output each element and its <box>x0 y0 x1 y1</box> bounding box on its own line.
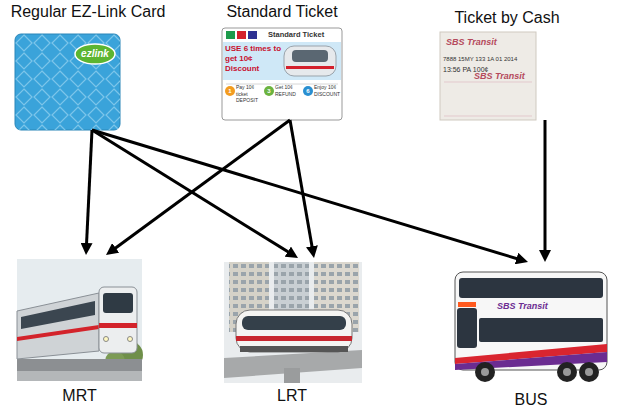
brand-text: SBS Transit <box>446 37 508 48</box>
brand-text-holder: SBS Transit <box>474 71 534 82</box>
node-label: MRT <box>62 386 96 405</box>
step-text-holder: Get 10¢ REFUND <box>275 84 302 97</box>
standard-ticket-picture <box>222 28 342 120</box>
ticket-title: Standard Ticket <box>268 29 338 40</box>
step-number-holder: 6 <box>304 86 312 96</box>
bus-livery-text: SBS Transit <box>497 301 559 312</box>
step-number-holder: 1 <box>226 86 234 96</box>
node-label: Regular EZ-Link Card <box>11 2 166 21</box>
arrow-connector <box>86 130 92 249</box>
step-text: Pay 10¢ ticket DEPOSIT <box>236 84 263 104</box>
node-label: LRT <box>277 386 307 405</box>
ticket-title-holder: Standard Ticket <box>268 29 338 40</box>
step-text: Get 10¢ REFUND <box>275 84 302 97</box>
step-number: 3 <box>265 86 273 96</box>
arrow-connector <box>92 130 522 260</box>
lrt-car-picture <box>224 262 362 383</box>
step-text-holder: Pay 10¢ ticket DEPOSIT <box>236 84 263 104</box>
node-label: BUS <box>515 390 548 409</box>
step-number: 6 <box>304 86 312 96</box>
logo-text-holder: ezlink <box>77 47 113 61</box>
brand-text-holder: SBS Transit <box>446 37 508 48</box>
transport-mode-node: MRT <box>12 255 147 405</box>
transport-mode-node: LRT <box>218 258 366 405</box>
arrow-connector <box>290 120 313 252</box>
mrt-train-picture <box>17 259 143 381</box>
fare-ticket-node: Ticket by Cash <box>432 8 582 120</box>
promo-text-holder: USE 6 times to get 10¢ Discount <box>225 44 281 74</box>
transport-mode-node: BUS <box>445 262 617 409</box>
promo-text: USE 6 times to get 10¢ Discount <box>225 44 281 74</box>
node-label: Standard Ticket <box>226 2 337 21</box>
step-number-holder: 3 <box>265 86 273 96</box>
brand-text: SBS Transit <box>474 71 534 82</box>
step-number: 1 <box>226 86 234 96</box>
cash-ticket-picture <box>440 32 536 120</box>
arrow-connector <box>111 120 290 251</box>
fare-card-node: Regular EZ-Link Card <box>2 2 174 130</box>
step-text: Enjoy 10¢ DISCOUNT <box>314 84 342 97</box>
node-label: Ticket by Cash <box>454 8 559 27</box>
ticket-code-holder: 7888 15MY 133 1A 01 2014 <box>443 55 535 64</box>
bus-livery-text-holder: SBS Transit <box>497 301 559 312</box>
step-text-holder: Enjoy 10¢ DISCOUNT <box>314 84 342 97</box>
ezlink-card-picture <box>15 34 120 130</box>
ticket-code: 7888 15MY 133 1A 01 2014 <box>443 55 535 64</box>
logo-text: ezlink <box>77 47 113 61</box>
bus-picture <box>455 272 607 382</box>
arrow-connector <box>544 120 547 256</box>
